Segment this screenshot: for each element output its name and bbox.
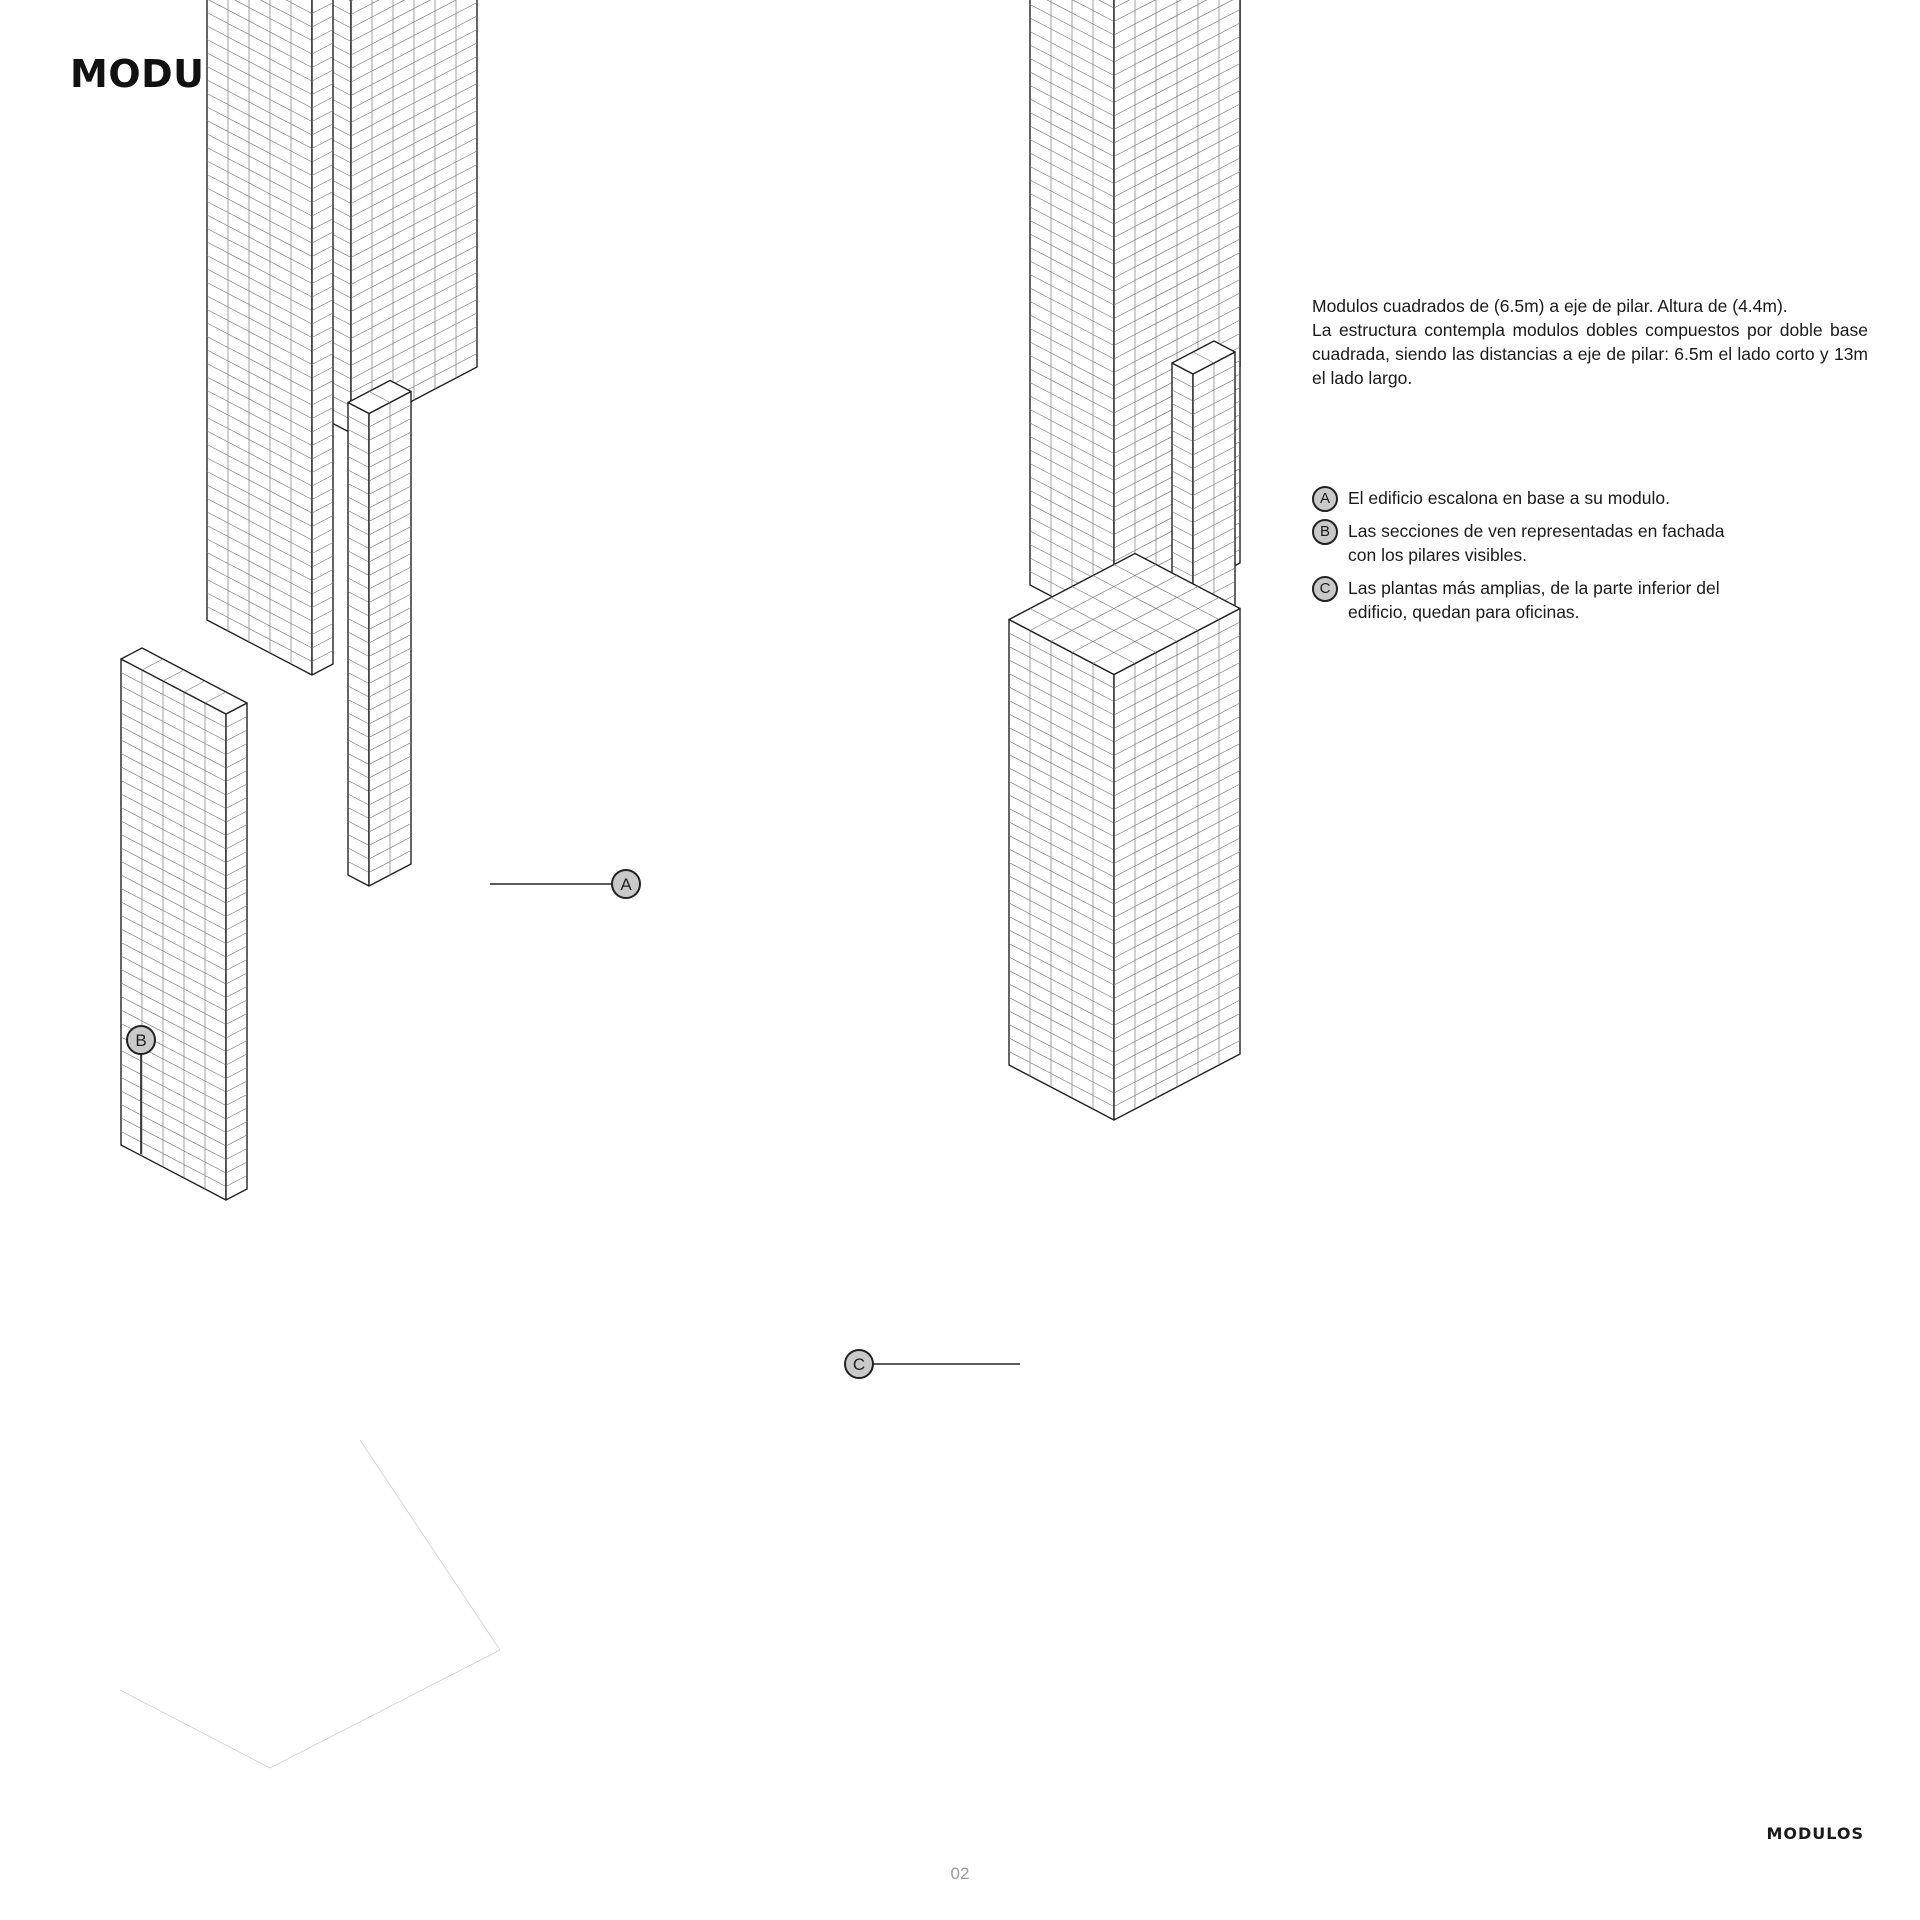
- callout-b-circle: [126, 1025, 156, 1055]
- volume-top-grid: [368, 391, 391, 403]
- tower-left: [119, 0, 501, 1769]
- tower-volume: [206, 0, 334, 676]
- callout-b-label: B: [135, 1031, 146, 1050]
- callout-c-circle: [844, 1349, 874, 1379]
- volume-left-grid: [120, 670, 227, 1189]
- volume-left-face: [1008, 618, 1115, 1121]
- footer-section-label: MODULOS: [1766, 1824, 1864, 1843]
- volume-right-grid: [311, 0, 334, 662]
- legend: A El edificio escalona en base a su modu…: [1312, 486, 1752, 633]
- description-paragraph: La estructura contempla modulos dobles c…: [1312, 320, 1868, 388]
- volume-left-grid: [347, 415, 370, 873]
- legend-text-b: Las secciones de ven representadas en fa…: [1348, 521, 1725, 565]
- legend-badge-c: C: [1312, 576, 1338, 602]
- page-number: 02: [950, 1864, 970, 1883]
- volume-right-grid: [1113, 619, 1241, 1109]
- volume-right-grid: [350, 0, 478, 422]
- legend-badge-b: B: [1312, 519, 1338, 545]
- volume-top-grid: [1192, 351, 1215, 364]
- callout-a: A: [490, 869, 641, 899]
- legend-item-a: A El edificio escalona en base a su modu…: [1312, 486, 1752, 512]
- volume-left-face: [206, 0, 313, 676]
- legend-item-b: B Las secciones de ven representadas en …: [1312, 519, 1752, 567]
- tower-volume: [347, 379, 412, 887]
- tower-right: [1008, 0, 1241, 1121]
- description-line-1: Modulos cuadrados de (6.5m) a eje de pil…: [1312, 296, 1788, 316]
- callout-a-label: A: [620, 875, 632, 894]
- volume-right-grid: [368, 402, 412, 875]
- tower-volume: [120, 647, 248, 1201]
- legend-badge-a: A: [1312, 486, 1338, 512]
- legend-item-c: C Las plantas más amplias, de la parte i…: [1312, 576, 1752, 624]
- volume-left-grid: [1008, 630, 1115, 1109]
- description-block: Modulos cuadrados de (6.5m) a eje de pil…: [1312, 294, 1868, 390]
- legend-text-a: El edificio escalona en base a su modulo…: [1348, 488, 1671, 508]
- tower-volume: [1008, 552, 1241, 1121]
- volume-top-grid: [1029, 564, 1220, 664]
- volume-left-face: [347, 401, 370, 887]
- callout-b: B: [126, 1025, 156, 1154]
- callout-a-circle: [611, 869, 641, 899]
- volume-top-grid: [141, 658, 227, 704]
- ghost-footprint-lines: [119, 1439, 501, 1769]
- volume-right-grid: [225, 716, 248, 1187]
- legend-text-c: Las plantas más amplias, de la parte inf…: [1348, 578, 1720, 622]
- callout-c-label: C: [853, 1355, 865, 1374]
- callout-c: C: [844, 1349, 1020, 1379]
- volume-right-face: [311, 0, 334, 676]
- volume-left-grid: [206, 0, 313, 664]
